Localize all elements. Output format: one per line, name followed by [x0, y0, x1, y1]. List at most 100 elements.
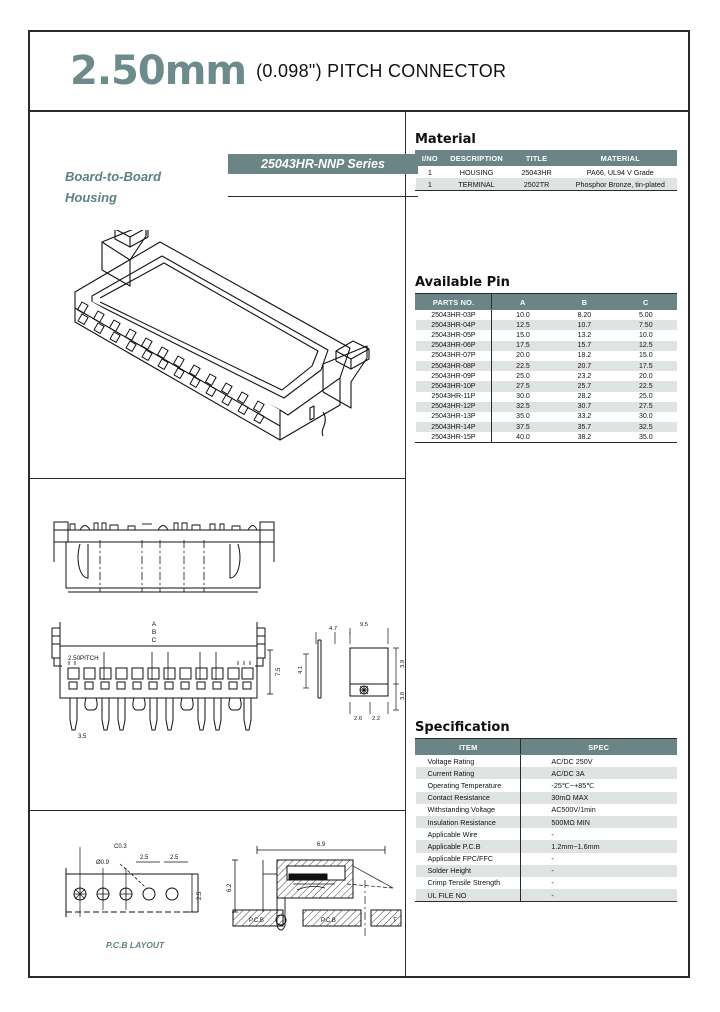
front-height-label: 7.5 — [276, 667, 282, 676]
pin-cell-a: 15.0 — [516, 331, 530, 339]
series-header: Board-to-Board Housing 25043HR-NNP Serie… — [65, 148, 418, 208]
material-col-description: DESCRIPTION — [443, 150, 510, 166]
spec-cell-value: 500MΩ MIN — [520, 815, 677, 829]
spec-cell-item: Insulation Resistance — [415, 815, 522, 829]
table-row: 1 HOUSING 25043HR PA66, UL94 V Grade — [416, 166, 677, 179]
table-header-row: ITEM SPEC — [414, 739, 677, 755]
pin-cell-a: 20.0 — [516, 352, 530, 360]
material-table: I/NO DESCRIPTION TITLE MATERIAL 1 HOUSIN… — [415, 150, 678, 191]
pin-cell-c: 20.0 — [638, 372, 653, 380]
front-view-drawing: A B C 2.50PITCH 7.5 3.5 — [42, 618, 292, 743]
pin-cell-a: 12.5 — [491, 320, 554, 331]
dim-c-label: C — [152, 637, 157, 644]
spec-cell-value: 30mΩ MAX — [520, 791, 677, 804]
material-cell-material: Phosphor Bronze, tin-plated — [564, 178, 677, 191]
page-border — [28, 30, 690, 978]
spec-col-spec: SPEC — [520, 739, 677, 755]
page-title: 2.50mm — [70, 48, 247, 94]
side-dim-1-label: 4.7 — [329, 626, 337, 632]
pcb-layout-caption: P.C.B LAYOUT — [106, 940, 165, 950]
pin-cell-c: 12.5 — [615, 340, 677, 351]
title-band: 2.50mm (0.098") PITCH CONNECTOR — [30, 32, 688, 110]
spec-cell-value: AC500V/1min — [551, 805, 596, 815]
specification-section-title: Specification — [415, 720, 510, 735]
pin-cell-b: 33.2 — [577, 413, 592, 421]
top-view-drawing — [42, 510, 332, 615]
pin-cell-a: 27.5 — [491, 381, 554, 392]
table-header-row: PARTS NO. A B C — [414, 294, 678, 310]
front-pin-len-label: 3.5 — [78, 734, 87, 740]
material-cell-title: 2502TR — [508, 178, 565, 191]
spec-cell-value: - — [520, 889, 677, 902]
section-total-label: 6.9 — [317, 842, 326, 848]
pin-col-b: B — [553, 294, 616, 310]
pcb-note-label: C0.3 — [114, 844, 127, 850]
pin-col-parts: PARTS NO. — [414, 294, 493, 310]
table-row: UL FILE NO- — [415, 889, 677, 902]
pin-cell-c: 30.0 — [638, 413, 653, 421]
spec-cell-value: - — [551, 829, 554, 839]
table-header-row: I/NO DESCRIPTION TITLE MATERIAL — [415, 150, 678, 166]
pin-cell-c: 7.50 — [615, 320, 677, 331]
pin-cell-b: 13.2 — [577, 331, 592, 339]
spec-cell-value: - — [551, 878, 554, 888]
left-divider-1 — [30, 478, 405, 479]
pcb-pitch2-label: 2.5 — [170, 855, 179, 861]
pin-cell-b: 38.2 — [577, 433, 592, 441]
material-cell-ino: 1 — [415, 178, 445, 191]
table-row: 1 TERMINAL 2502TR Phosphor Bronze, tin-p… — [415, 178, 677, 191]
left-column: Board-to-Board Housing 25043HR-NNP Serie… — [30, 110, 418, 978]
pin-cell-parts: 25043HR-14P — [415, 422, 493, 433]
pin-cell-b: 28.2 — [577, 393, 592, 401]
spec-cell-value: 1.2mm~1.6mm — [520, 840, 677, 853]
table-row: Crimp Tensile Strength- — [415, 876, 677, 890]
side-dim-2-label: 9.5 — [360, 622, 368, 628]
pin-cell-c: 17.5 — [615, 360, 677, 372]
pin-cell-c: 32.5 — [615, 422, 677, 433]
side-dim-3-label: 4.1 — [298, 666, 304, 674]
pin-cell-parts: 25043HR-13P — [415, 411, 493, 423]
pcb-pitch1-label: 2.5 — [140, 855, 149, 861]
dim-b-label: B — [152, 629, 156, 636]
pin-cell-a: 37.5 — [491, 422, 554, 433]
spec-cell-item: Operating Temperature — [415, 779, 522, 792]
material-col-ino: I/NO — [415, 150, 445, 166]
table-row: Operating Temperature -25℃~+85℃ — [415, 779, 677, 792]
section-t-label: T — [393, 918, 397, 924]
side-dim-7-label: 2.2 — [372, 716, 380, 722]
material-table-wrap: I/NO DESCRIPTION TITLE MATERIAL 1 HOUSIN… — [415, 150, 678, 192]
table-row: Solder Height- — [415, 864, 677, 877]
spec-cell-item: Withstanding Voltage — [415, 803, 522, 816]
pin-cell-parts: 25043HR-06P — [415, 340, 493, 351]
pin-cell-parts: 25043HR-09P — [415, 371, 493, 382]
pitch-label: 2.50PITCH — [68, 655, 99, 662]
spec-cell-value: -25℃~+85℃ — [551, 780, 595, 790]
spec-cell-value: - — [520, 864, 677, 877]
product-type: Board-to-Board Housing — [65, 166, 161, 208]
pin-cell-b: 8.20 — [577, 311, 592, 319]
material-cell-material: PA66, UL94 V Grade — [586, 167, 654, 177]
column-divider — [405, 110, 406, 978]
left-divider-2 — [30, 810, 405, 811]
pin-cell-parts: 25043HR-12P — [415, 401, 493, 412]
side-dim-4-label: 3.9 — [400, 660, 406, 668]
pin-cell-parts: 25043HR-04P — [415, 320, 493, 331]
material-col-title: TITLE — [508, 150, 565, 166]
pin-cell-b: 30.7 — [553, 401, 616, 412]
